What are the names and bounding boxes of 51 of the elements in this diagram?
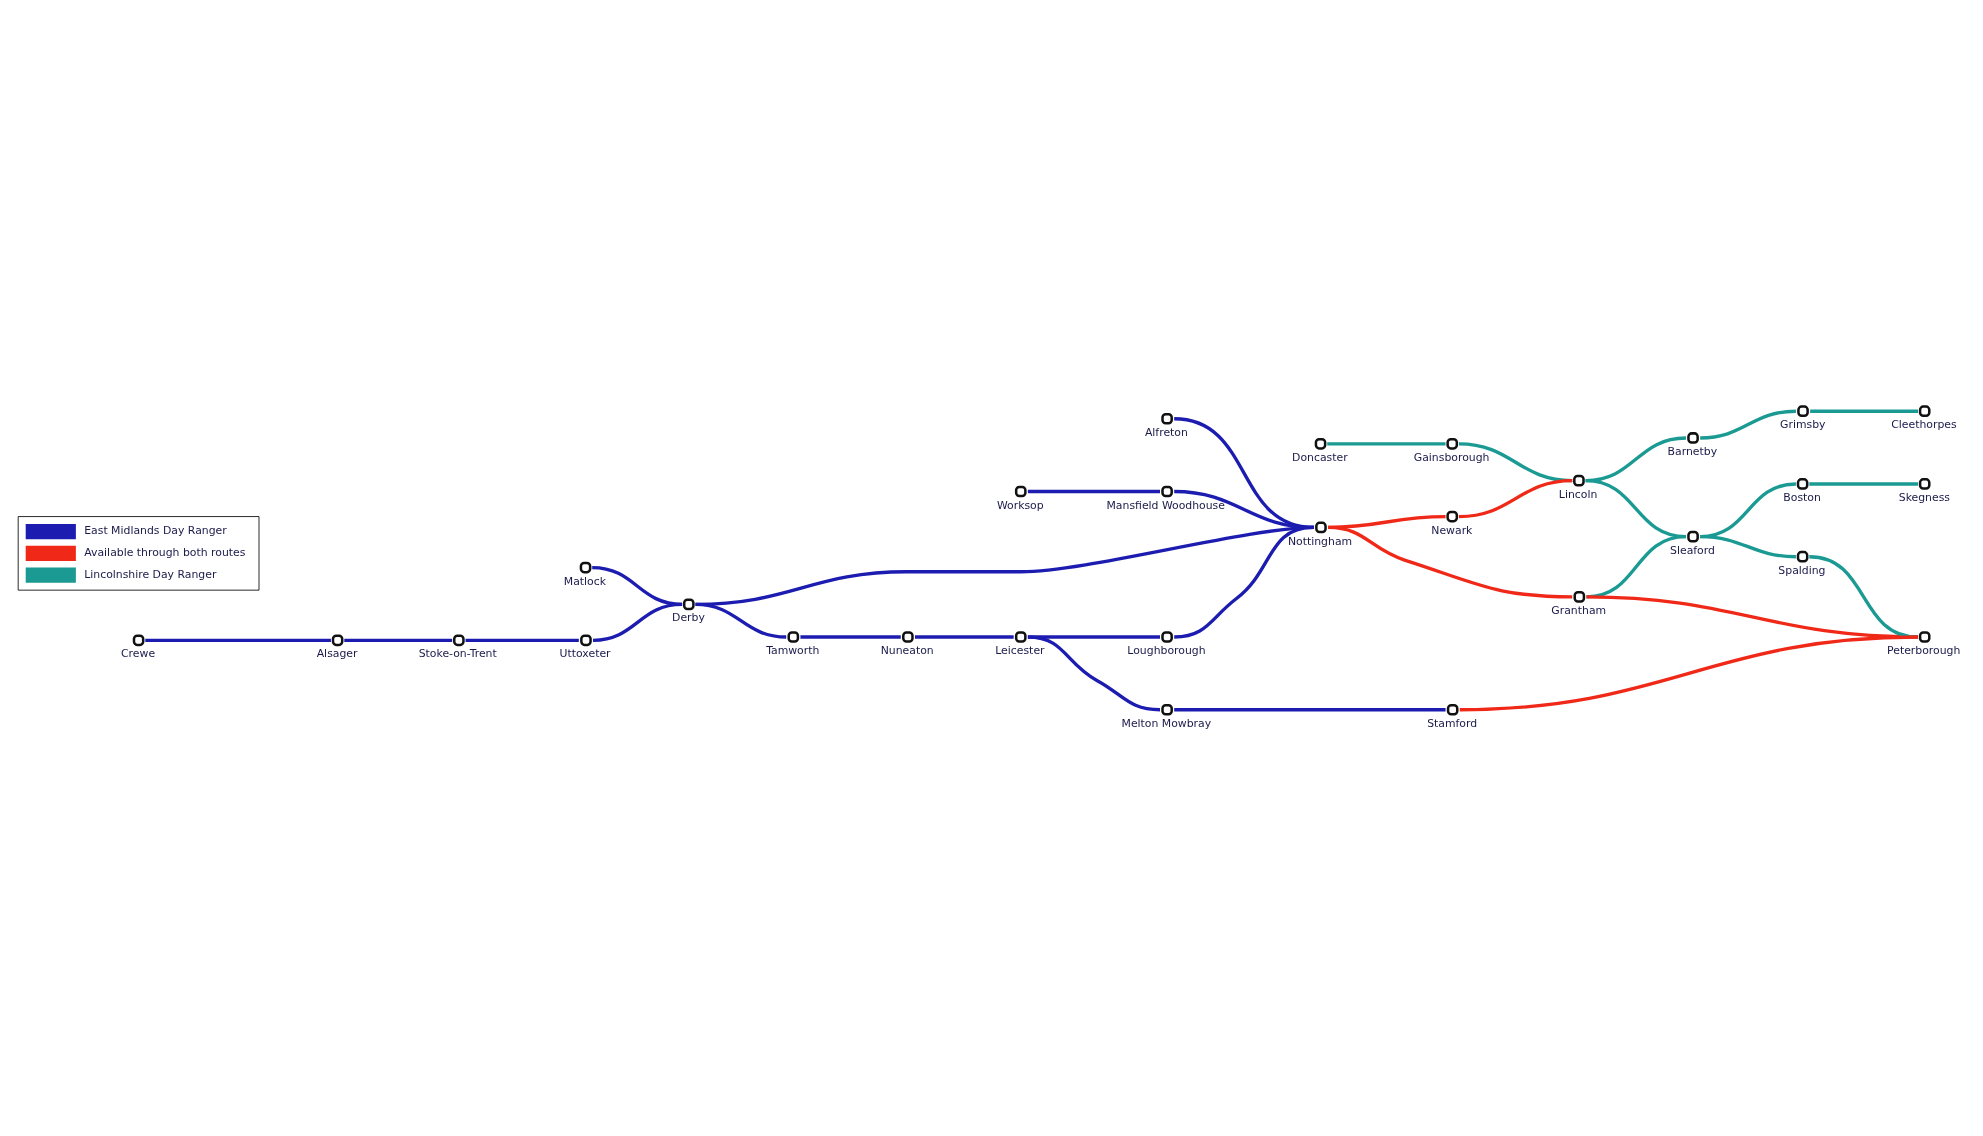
connector [592,602,683,642]
node-label: Barnetby [1667,445,1718,459]
connector [344,638,453,642]
connector [1327,525,1573,599]
connector [1458,478,1573,519]
legend-label: East Midlands Day Ranger [84,524,227,538]
connector [695,602,787,639]
node-label: Crewe [121,647,156,661]
connector [1027,635,1161,712]
node-label: Matlock [563,574,606,588]
node-label: Mansfield Woodhouse [1106,498,1225,512]
connector [1810,409,1918,413]
node-label: Grantham [1551,603,1607,617]
connector [800,635,901,639]
node-label: Peterborough [1887,644,1961,658]
node-label: Gainsborough [1413,450,1490,464]
node-label: Tamworth [766,644,820,658]
connector [1327,442,1446,446]
node-label: Derby [672,611,705,625]
connector [1809,482,1918,486]
node-label: Boston [1783,491,1821,505]
connector [1027,489,1160,494]
node-label: Lincoln [1558,487,1598,501]
node-label: Nuneaton [880,644,934,658]
node-label: Melton Mowbray [1121,716,1212,730]
node-label: Loughborough [1127,644,1206,658]
node-label: Stamford [1427,716,1478,730]
legend-label: Available through both routes [84,546,246,560]
connector [1459,635,1919,712]
node-label: Stoke-on-Trent [418,647,497,661]
connector [1700,534,1796,559]
node-label: Alsager [316,647,358,661]
connector [1700,409,1796,440]
node-label: Doncaster [1292,450,1348,464]
connector [465,638,579,642]
node-label: Skegness [1898,491,1951,505]
node-label: Newark [1431,523,1473,537]
connector [1174,708,1446,712]
node-label: Grimsby [1780,418,1826,432]
node-label: Leicester [995,644,1045,658]
node-label: Uttoxeter [559,647,611,661]
connector [1174,525,1314,639]
node-label: Alfreton [1144,425,1188,439]
node-label: Spalding [1778,563,1826,577]
node-label: Cleethorpes [1891,418,1957,432]
node-label: Sleaford [1670,543,1715,557]
connector [145,638,331,642]
connector [915,635,1014,639]
node-label: Nottingham [1287,534,1353,548]
node-label: Worksop [996,498,1044,512]
legend-label: Lincolnshire Day Ranger [84,567,217,581]
